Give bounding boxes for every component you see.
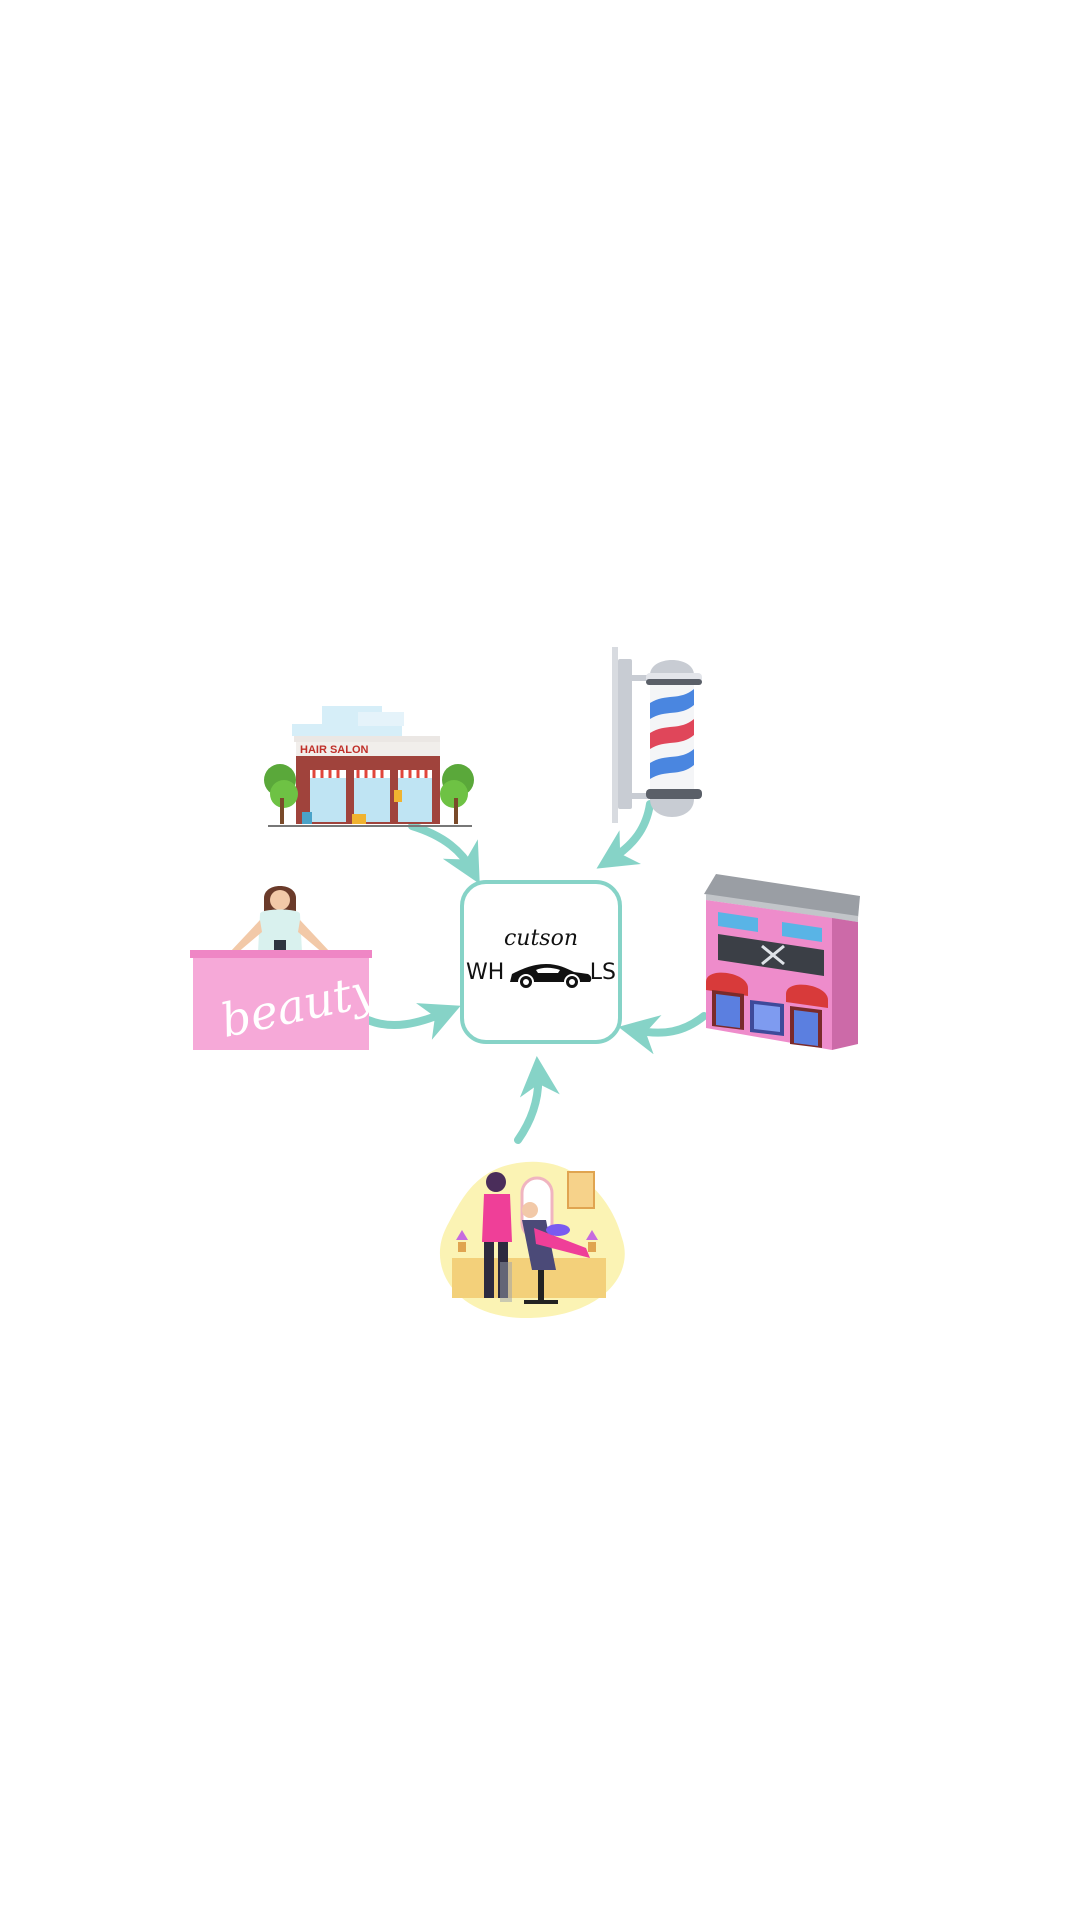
stylist-scene-icon bbox=[439, 1161, 625, 1318]
arrow-from-beauty-desk bbox=[364, 1003, 461, 1040]
barber-shop-building-icon bbox=[704, 874, 860, 1050]
barber-pole-node bbox=[610, 645, 706, 825]
logo-wheels: WH LS bbox=[466, 956, 616, 990]
arrow-from-hair-salon bbox=[408, 822, 480, 884]
hair-salon-sign: HAIR SALON bbox=[300, 744, 369, 756]
arrow-from-barber-shop bbox=[618, 1012, 708, 1055]
hair-salon-building-icon bbox=[264, 706, 474, 827]
stylist-node bbox=[426, 1158, 632, 1322]
logo-ls-text: LS bbox=[589, 960, 616, 985]
arrow-from-barber-pole bbox=[596, 800, 654, 869]
beauty-desk-node: beauty bbox=[190, 880, 382, 1052]
barber-pole-icon bbox=[612, 647, 702, 823]
center-logo-node: cutson WH LS bbox=[460, 880, 622, 1044]
hair-salon-node: HAIR SALON bbox=[262, 702, 478, 832]
barber-shop-node bbox=[702, 872, 862, 1052]
arrow-from-stylist bbox=[514, 1056, 560, 1144]
logo-cutson-text: cutson bbox=[503, 926, 579, 951]
logo-wh-text: WH bbox=[466, 960, 505, 985]
beauty-reception-desk-icon bbox=[190, 886, 372, 1050]
car-icon bbox=[510, 964, 592, 990]
